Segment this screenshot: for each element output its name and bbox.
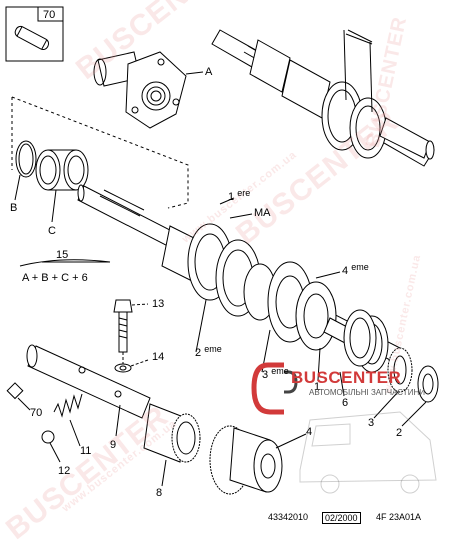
part-label-9: 9 [110,439,117,451]
part-label-15: 15 [56,249,69,261]
spring-11 [53,393,83,418]
part-label-second-gear: 2 eme [195,344,222,359]
part-label-8: 8 [156,487,163,499]
logo-name: BUSCENTER [291,368,402,387]
bolt-13 [113,299,133,353]
buscenter-logo-mark [251,362,298,415]
footer-ref: 43342010 [268,512,309,522]
part-label-2: 2 [396,427,403,439]
footer-code: 4F 23A01A [376,512,422,522]
bearing-c [35,149,89,191]
ring-gear-3 [387,347,413,393]
part-label-70-small: 70 [30,407,43,419]
washer-14 [114,363,132,373]
part-label-12: 12 [58,465,71,477]
pin-inset-box [5,6,64,62]
reverse-idler-8 [143,403,201,463]
reverse-shaft-9 [26,344,151,419]
part-label-13: 13 [152,298,165,310]
ball-12 [41,430,55,444]
pin-70-small [6,382,24,400]
secondary-shaft-top [211,29,435,167]
gearbox-exploded-diagram [5,6,439,495]
gear-4-bottom [209,425,283,495]
part-label-formula: A + B + C + 6 [22,272,88,284]
part-label-ma: MA [254,207,271,219]
part-label-70: 70 [43,9,56,21]
part-label-14: 14 [152,351,165,363]
snap-ring-b [15,140,37,178]
guide-sleeve-a [93,51,187,129]
footer-date: 02/2000 [322,512,361,524]
part-label-6: 6 [342,397,349,409]
logo-tagline: АВТОМОБІЛЬНІ ЗАПЧАСТИНИ [309,388,425,397]
part-label-a: A [205,66,213,78]
part-label-4: 4 [306,426,313,438]
part-label-1: 1 [314,381,321,393]
part-label-11: 11 [80,445,92,457]
washer-2 [417,365,439,403]
part-label-c: C [48,225,56,237]
part-label-first-gear: 1 ere [228,188,251,203]
van-illustration [299,411,437,494]
part-label-3: 3 [368,417,375,429]
part-label-fourth-gear: 4 eme [342,262,369,277]
part-label-third-gear: 3 eme [262,366,289,381]
part-label-b: B [10,202,18,214]
bearing-1 [343,309,389,373]
